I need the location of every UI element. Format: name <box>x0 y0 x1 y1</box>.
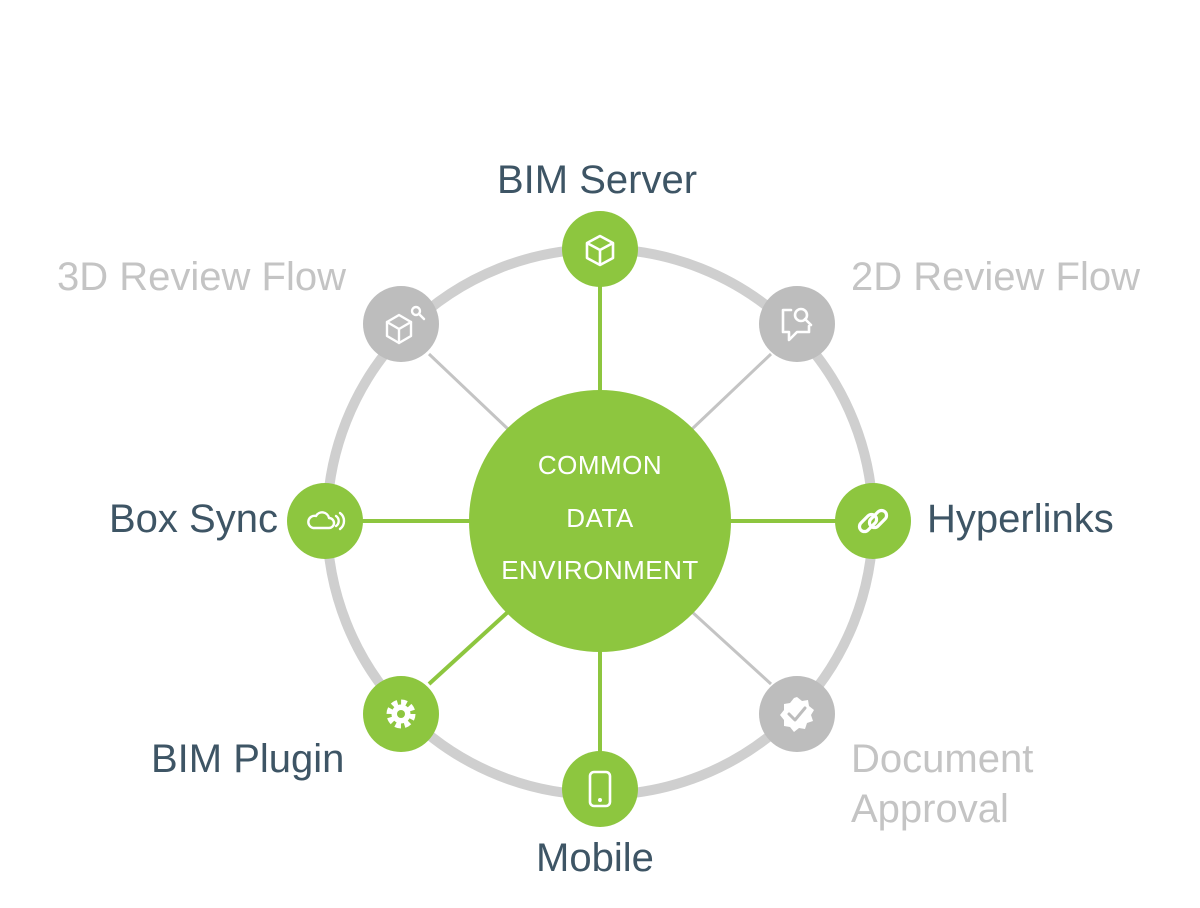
spoke-3d-review-flow <box>427 352 511 432</box>
label-2d-review-flow[interactable]: 2D Review Flow <box>851 255 1140 299</box>
gear-icon <box>386 699 416 729</box>
node-3d-review-flow[interactable] <box>363 286 439 362</box>
label-document-approval-line-2[interactable]: Approval <box>851 787 1009 831</box>
label-hyperlinks[interactable]: Hyperlinks <box>927 497 1114 541</box>
center-line-1: COMMON <box>537 450 663 480</box>
label-box-sync[interactable]: Box Sync <box>109 497 278 541</box>
center-line-2: DATA <box>566 503 634 533</box>
label-bim-plugin[interactable]: BIM Plugin <box>151 737 345 781</box>
link-icon <box>857 508 889 534</box>
badge-check-icon <box>780 697 814 732</box>
spoke-bim-plugin <box>427 609 511 686</box>
node-bim-plugin[interactable] <box>363 676 439 752</box>
cube-icon <box>585 234 615 267</box>
center-hub <box>469 390 731 652</box>
node-mobile[interactable] <box>562 751 638 827</box>
center-line-3: ENVIRONMENT <box>501 555 699 585</box>
label-document-approval-line-1[interactable]: Document <box>851 737 1034 781</box>
node-document-approval[interactable] <box>759 676 835 752</box>
node-hyperlinks[interactable] <box>835 483 911 559</box>
label-3d-review-flow[interactable]: 3D Review Flow <box>57 255 346 299</box>
cloud-sync-icon <box>307 511 346 531</box>
spoke-2d-review-flow <box>689 352 773 432</box>
label-mobile[interactable]: Mobile <box>536 836 654 880</box>
comment-search-icon <box>781 307 813 342</box>
cube-search-icon <box>385 305 426 345</box>
spoke-document-approval <box>689 609 773 686</box>
phone-icon <box>588 770 612 808</box>
node-box-sync[interactable] <box>287 483 363 559</box>
node-bim-server[interactable] <box>562 211 638 287</box>
node-2d-review-flow[interactable] <box>759 286 835 362</box>
label-bim-server[interactable]: BIM Server <box>497 158 698 202</box>
